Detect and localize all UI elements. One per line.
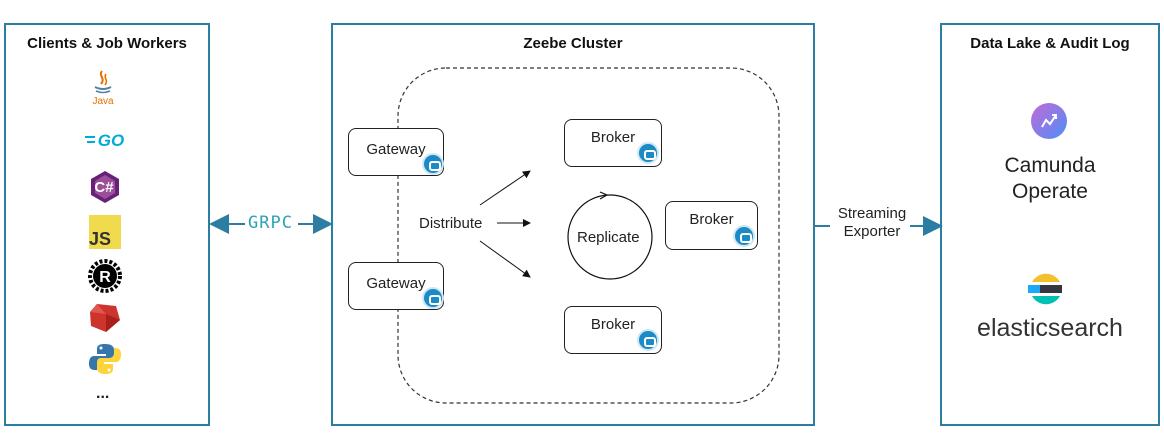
exporter-line-2: Exporter xyxy=(843,223,901,240)
ruby-logo-icon xyxy=(88,302,122,334)
rust-label: R xyxy=(99,269,111,286)
broker-box-1: Broker xyxy=(564,119,662,167)
gateway-label: Gateway xyxy=(366,141,426,158)
datalake-panel: Data Lake & Audit Log xyxy=(940,23,1160,426)
go-label: GO xyxy=(98,131,124,150)
exporter-line-1: Streaming xyxy=(837,205,907,222)
camunda-operate-line-2: Operate xyxy=(1012,180,1088,203)
elasticsearch-label: elasticsearch xyxy=(977,314,1123,342)
javascript-logo-icon: JS xyxy=(89,215,121,249)
cluster-boundary xyxy=(397,67,780,404)
broker-label: Broker xyxy=(590,129,636,146)
distribute-arrow-top xyxy=(479,170,531,206)
zeebe-badge-icon xyxy=(422,287,444,309)
distribute-arrow-bottom xyxy=(479,240,531,278)
elasticsearch-logo-icon xyxy=(1026,270,1064,308)
replicate-arrowhead xyxy=(599,191,609,200)
java-logo-icon: Java xyxy=(88,68,118,110)
camunda-operate-logo-icon xyxy=(1030,102,1068,140)
go-logo-icon: GO xyxy=(83,128,127,152)
zeebe-badge-icon xyxy=(637,142,659,164)
broker-box-2: Broker xyxy=(665,201,758,250)
camunda-operate-label: Camunda Operate xyxy=(960,153,1140,205)
python-logo-icon xyxy=(88,342,122,376)
gateway-box-1: Gateway xyxy=(348,128,444,176)
csharp-logo-icon: C# xyxy=(89,170,121,204)
zeebe-badge-icon xyxy=(733,225,755,247)
js-label: JS xyxy=(89,229,111,249)
more-clients-ellipsis: ... xyxy=(96,385,110,402)
streaming-exporter-label: Streaming Exporter xyxy=(832,205,912,241)
zeebe-badge-icon xyxy=(637,329,659,351)
grpc-label: GRPC xyxy=(248,213,293,233)
replicate-circle xyxy=(567,194,653,280)
broker-box-3: Broker xyxy=(564,306,662,354)
gateway-label: Gateway xyxy=(366,275,426,292)
broker-label: Broker xyxy=(689,211,734,228)
rust-logo-icon: R xyxy=(88,259,122,293)
zeebe-cluster-title: Zeebe Cluster xyxy=(523,35,623,52)
java-label: Java xyxy=(92,96,114,107)
broker-label: Broker xyxy=(590,316,636,333)
zeebe-badge-icon xyxy=(422,153,444,175)
csharp-label: C# xyxy=(94,179,114,196)
gateway-box-2: Gateway xyxy=(348,262,444,310)
replicate-label: Replicate xyxy=(577,229,640,246)
clients-panel-title: Clients & Job Workers xyxy=(27,35,187,52)
camunda-operate-line-1: Camunda xyxy=(1004,154,1096,177)
distribute-label: Distribute xyxy=(419,215,483,232)
datalake-panel-title: Data Lake & Audit Log xyxy=(970,35,1130,52)
